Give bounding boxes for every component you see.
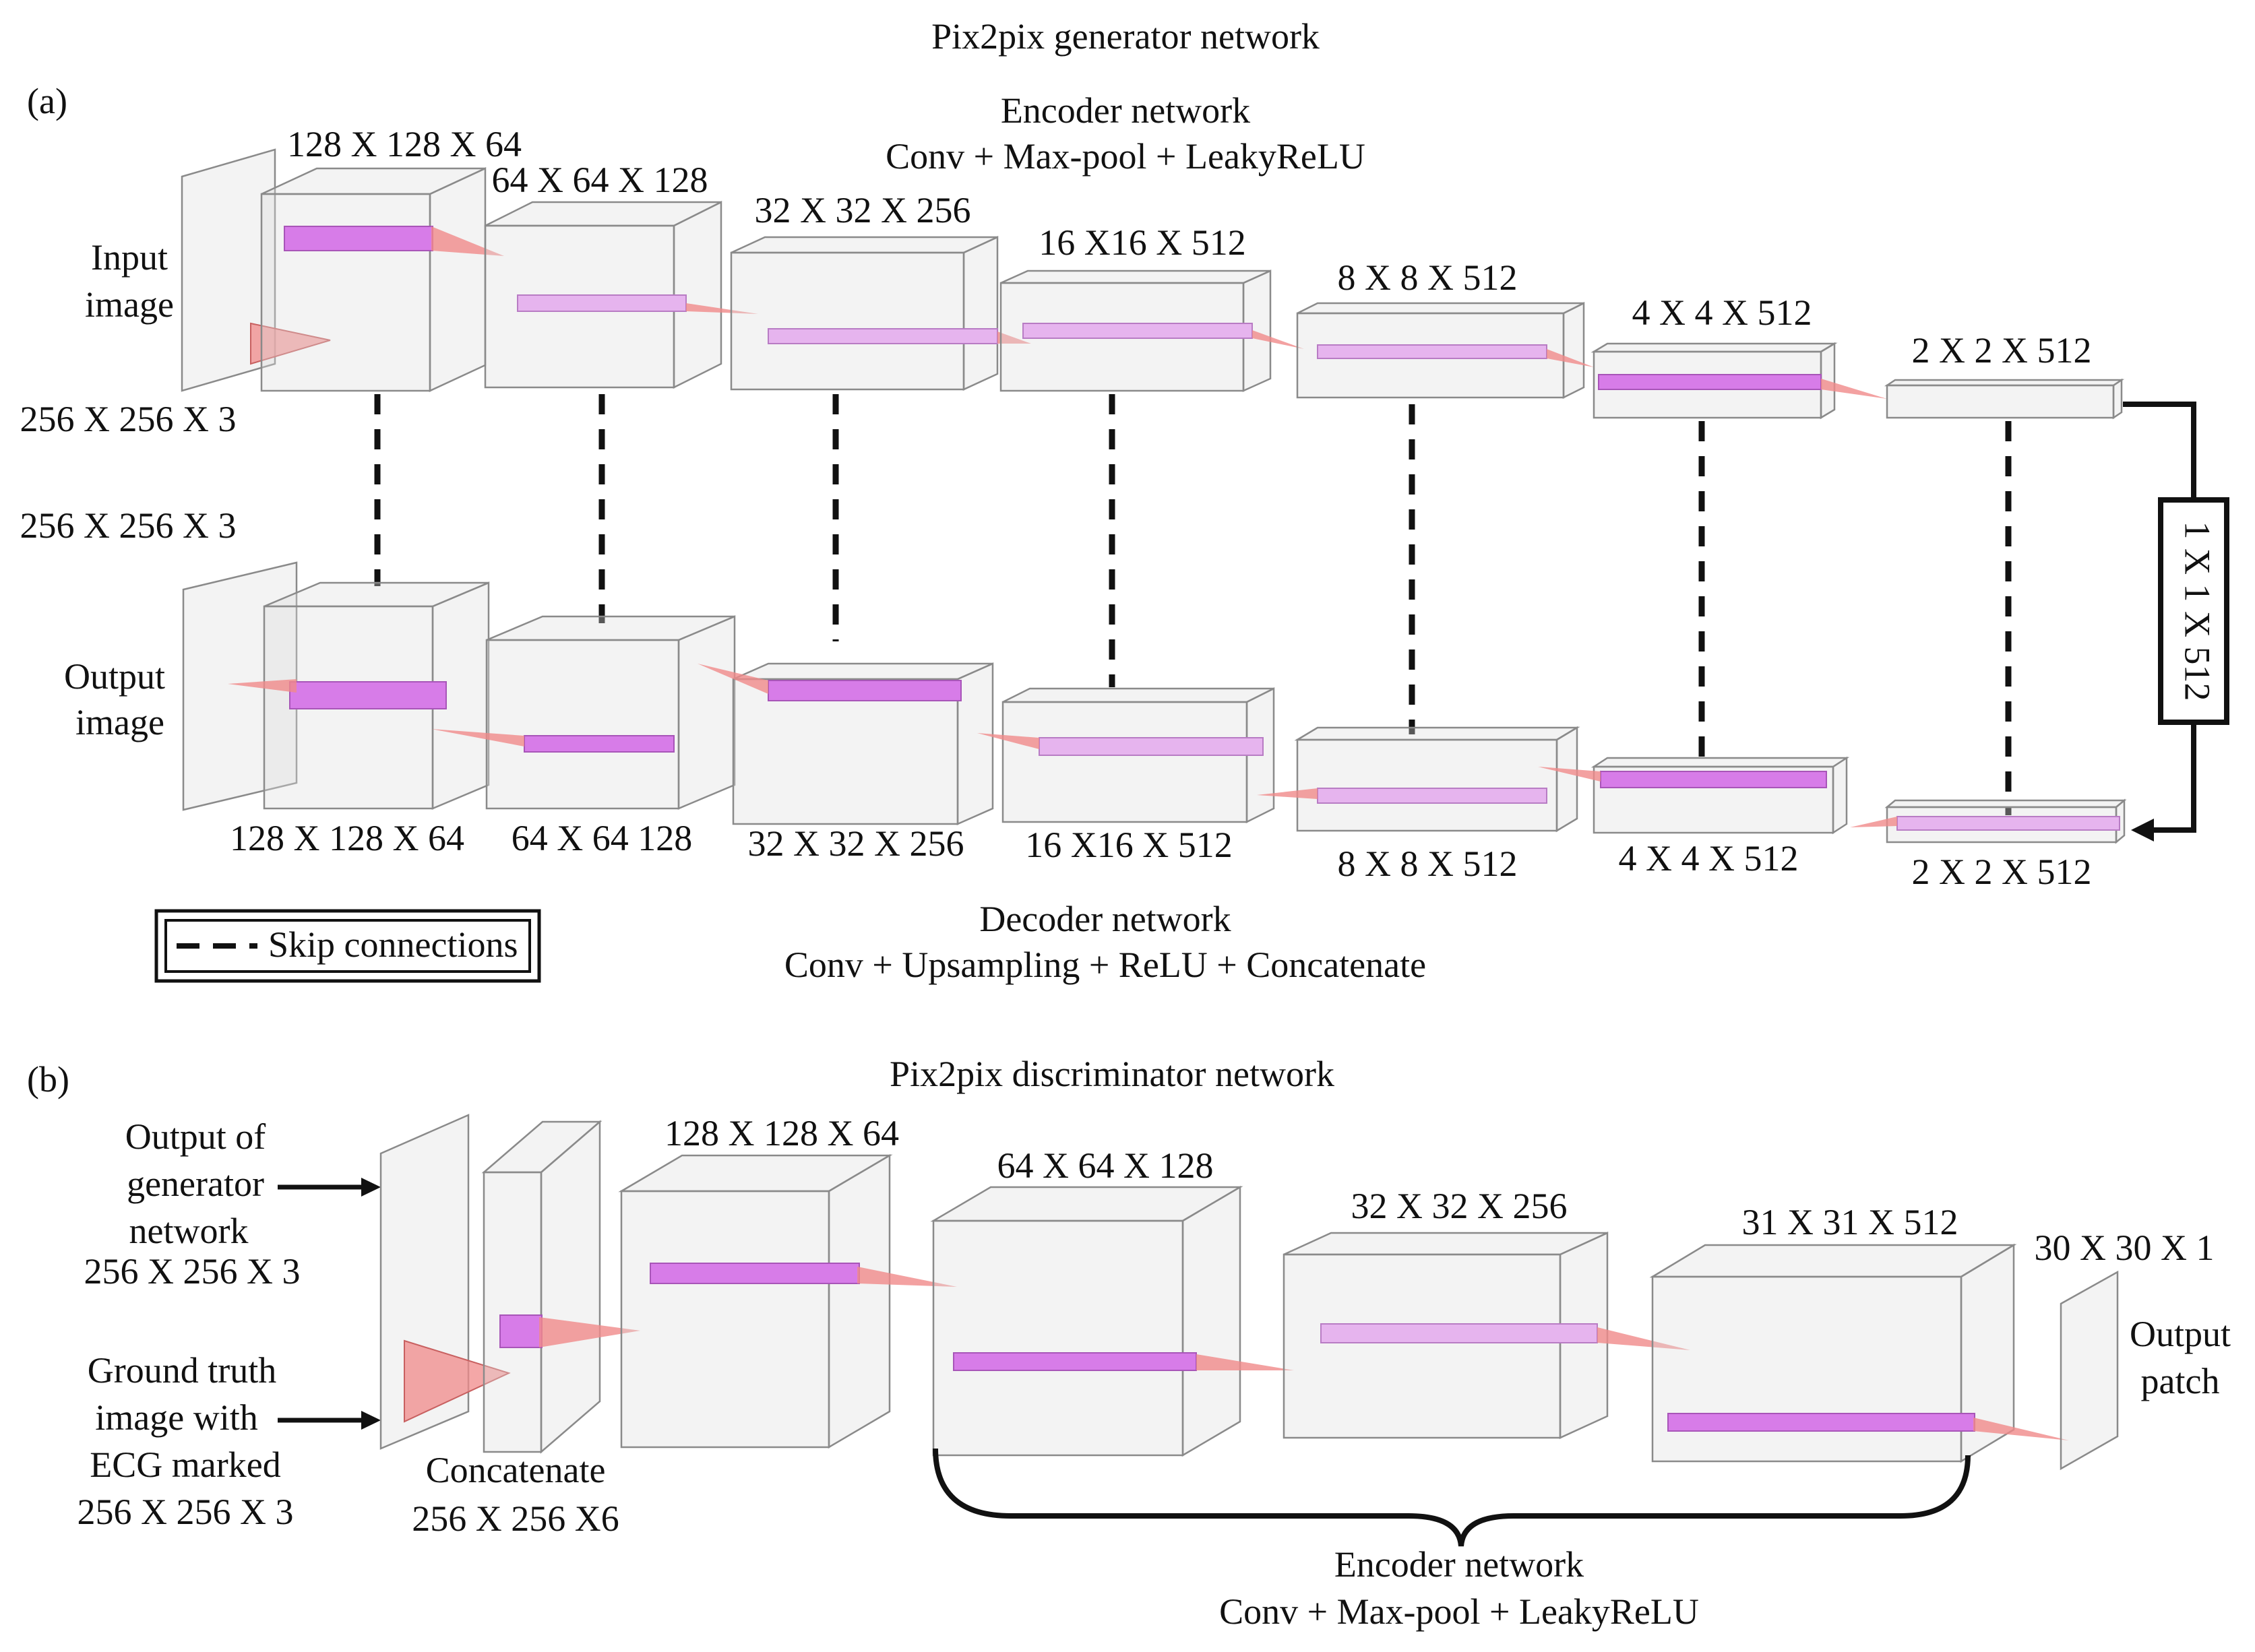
encoder-shape-1: 128 X 128 X 64 [287,124,522,164]
input-image-plane [181,148,331,392]
legend-label: Skip connections [268,924,518,965]
decoder-shape-3: 32 X 32 X 256 [748,823,964,864]
generator-title: Pix2pix generator network [931,16,1320,57]
encoder-block-1 [260,167,504,392]
encoder-block-5 [1296,301,1594,400]
encoder-shape-5: 8 X 8 X 512 [1338,257,1518,298]
output-image-plane [182,561,298,811]
decoder-block-3 [698,662,994,825]
output-patch-label-1: Output [2130,1314,2231,1354]
encoder-shape-6: 4 X 4 X 512 [1632,292,1812,333]
discriminator-shape-3: 32 X 32 X 256 [1351,1186,1568,1226]
discriminator-encoder-title: Encoder network [1334,1544,1584,1585]
encoder-block-4 [999,269,1304,392]
input2-line-2: image with [95,1397,257,1438]
decoder-block-5 [1257,726,1580,833]
input-arrows [278,1178,381,1430]
decoder-title: Decoder network [979,899,1231,939]
input-label-1: Input [91,237,168,278]
encoder-block-3 [730,236,1031,391]
decoder-shape-4: 16 X16 X 512 [1025,825,1233,865]
discriminator-block-3 [1283,1232,1690,1439]
output-patch-label-2: patch [2141,1361,2220,1401]
decoder-block-7 [1850,798,2127,844]
panel-a-label: (a) [27,81,67,121]
concatenate-shape: 256 X 256 X6 [412,1498,619,1539]
input2-line-3: ECG marked [90,1444,280,1485]
decoder-shape-2: 64 X 64 128 [512,818,693,858]
encoder-shape-4: 16 X16 X 512 [1039,222,1246,263]
discriminator-input-plane [379,1114,511,1450]
discriminator-block-4 [1649,1243,2069,1463]
output-label-1: Output [64,656,165,697]
discriminator-shape-5: 30 X 30 X 1 [2035,1228,2215,1268]
encoder-shape-7: 2 X 2 X 512 [1912,330,2092,371]
decoder-shape-7: 2 X 2 X 512 [1912,852,2092,892]
bottleneck-connector [2123,402,2229,841]
panel-b-label: (b) [27,1059,69,1100]
encoder-shape-3: 32 X 32 X 256 [755,190,971,230]
discriminator-encoder-ops: Conv + Max-pool + LeakyReLU [1219,1591,1699,1632]
decoder-ops: Conv + Upsampling + ReLU + Concatenate [784,945,1426,985]
input1-line-2: generator [127,1164,264,1204]
decoder-block-4 [977,687,1275,824]
encoder-shape-2: 64 X 64 X 128 [492,160,708,200]
output-patch-plane [2060,1270,2119,1471]
encoder-brace [933,1448,1971,1547]
decoder-block-2 [431,615,736,810]
encoder-ops: Conv + Max-pool + LeakyReLU [886,136,1365,177]
discriminator-shape-4: 31 X 31 X 512 [1742,1202,1958,1242]
output-shape: 256 X 256 X 3 [20,505,237,546]
discriminator-shape-1: 128 X 128 X 64 [665,1113,899,1153]
input2-line-1: Ground truth [88,1350,276,1391]
input2-line-4: 256 X 256 X 3 [78,1492,294,1532]
decoder-block-1 [228,581,490,810]
encoder-block-2 [484,200,758,389]
skip-connections [374,394,2012,815]
decoder-shape-1: 128 X 128 X 64 [230,818,464,858]
decoder-shape-5: 8 X 8 X 512 [1338,844,1518,884]
discriminator-block-1 [618,1153,957,1449]
decoder-shape-6: 4 X 4 X 512 [1619,838,1799,879]
input1-line-4: 256 X 256 X 3 [84,1251,301,1292]
concatenate-block [481,1120,640,1454]
decoder-block-6 [1538,756,1850,835]
output-label-2: image [75,702,164,742]
discriminator-block-2 [930,1185,1294,1457]
discriminator-shape-2: 64 X 64 X 128 [997,1145,1214,1186]
input-label-2: image [85,284,174,325]
skip-connection-legend [154,909,541,983]
encoder-block-7 [1884,378,2125,420]
bottleneck-label: 1 X 1 X 512 [2177,521,2218,701]
input-shape: 256 X 256 X 3 [20,399,237,439]
concatenate-label: Concatenate [426,1450,606,1490]
input1-line-3: network [129,1211,249,1251]
input1-line-1: Output of [125,1116,266,1157]
discriminator-title: Pix2pix discriminator network [890,1054,1334,1094]
encoder-block-6 [1590,342,1887,420]
encoder-title: Encoder network [1001,90,1250,131]
